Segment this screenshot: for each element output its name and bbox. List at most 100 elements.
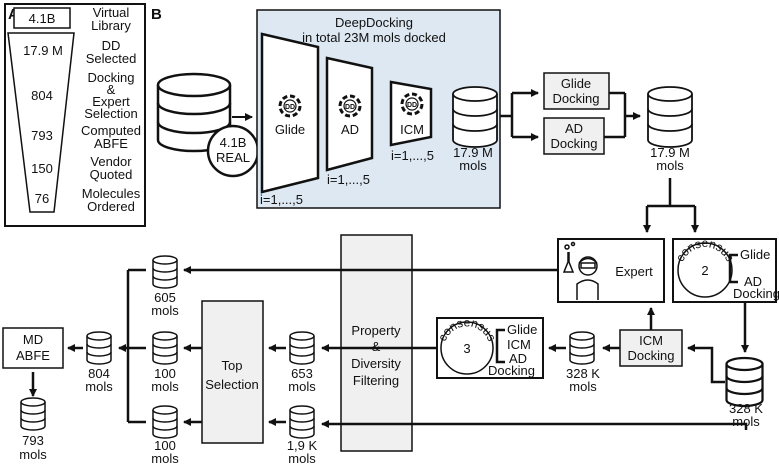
ad-stage-label: AD bbox=[341, 122, 359, 137]
consensus3-item-docking: Docking bbox=[488, 363, 535, 378]
consensus2-item-glide: Glide bbox=[740, 247, 770, 262]
icm-dd-badge: DD bbox=[407, 102, 417, 109]
glide-docking-box: Glide Docking bbox=[543, 72, 610, 110]
consensus2-item-ad: AD bbox=[744, 274, 762, 289]
consensus2-item-docking: Docking bbox=[733, 286, 779, 301]
consensus2-box: consensus 2 Glide AD Docking bbox=[672, 236, 779, 303]
row-label-selected: Selected bbox=[86, 51, 137, 66]
split-connector bbox=[500, 89, 539, 141]
db-804-unit: mols bbox=[85, 379, 113, 394]
panel-a: A 4.1B 17.9 M 804 793 150 76 Virtual Lib… bbox=[4, 3, 146, 227]
db-100-bot-count: 100 bbox=[154, 438, 176, 453]
md-abfe-line2: ABFE bbox=[16, 348, 50, 363]
dd-output-count: 17.9 M bbox=[453, 145, 493, 160]
row-label-vendor: Vendor bbox=[90, 154, 132, 169]
glide-dd-badge: DD bbox=[285, 104, 295, 111]
deepdocking-subtitle: in total 23M mols docked bbox=[302, 30, 446, 45]
row-label-ordered: Ordered bbox=[87, 199, 135, 214]
filtering-line1: Property bbox=[351, 323, 401, 338]
icm-stage-label: ICM bbox=[400, 122, 424, 137]
ad-docking-line1: AD bbox=[565, 121, 583, 136]
funnel-value-5: 76 bbox=[35, 191, 49, 206]
db-100-mid: 100 mols bbox=[151, 331, 179, 394]
funnel-value-1: 17.9 M bbox=[23, 43, 63, 58]
row-label-quoted: Quoted bbox=[90, 167, 133, 182]
db-100-bot: 100 mols bbox=[151, 405, 179, 466]
top-selection-line1: Top bbox=[222, 358, 243, 373]
filtering-box: Property & Diversity Filtering bbox=[340, 234, 413, 452]
row-label-molecules: Molecules bbox=[82, 186, 141, 201]
merged-database: 17.9 M mols bbox=[647, 86, 693, 173]
db-100-mid-unit: mols bbox=[151, 379, 179, 394]
collector-connector bbox=[118, 268, 146, 424]
db-804-count: 804 bbox=[88, 366, 110, 381]
ad-iter: i=1,...,5 bbox=[327, 172, 370, 187]
consensus3-bracket bbox=[495, 328, 505, 364]
md-abfe-box: MD ABFE bbox=[2, 327, 64, 369]
db-328k-right: 328 K mols bbox=[725, 356, 764, 429]
glide-iter: i=1,...,5 bbox=[260, 192, 303, 207]
merge-connector bbox=[604, 91, 641, 139]
db-1-9k-unit: mols bbox=[288, 451, 316, 466]
glide-docking-line2: Docking bbox=[553, 91, 600, 106]
db-605-unit: mols bbox=[151, 303, 179, 318]
db-653-count: 653 bbox=[291, 366, 313, 381]
db-793-unit: mols bbox=[19, 447, 47, 462]
md-abfe-line1: MD bbox=[23, 332, 43, 347]
funnel-shape bbox=[7, 32, 75, 213]
row-label-selection: Selection bbox=[84, 106, 137, 121]
row-label-virtual: Virtual bbox=[93, 5, 130, 20]
funnel-value-3: 793 bbox=[31, 128, 53, 143]
expert-box: Expert bbox=[557, 238, 665, 303]
scientist-icon bbox=[562, 241, 599, 300]
consensus2-number: 2 bbox=[701, 263, 708, 278]
db-1-9k-count: 1,9 K bbox=[287, 438, 318, 453]
db-100-mid-count: 100 bbox=[154, 366, 176, 381]
db-605-count: 605 bbox=[154, 290, 176, 305]
db-605: 605 mols bbox=[151, 255, 179, 318]
real-name: REAL bbox=[216, 150, 250, 165]
consensus2-bracket bbox=[728, 253, 738, 284]
fork-connector bbox=[643, 178, 699, 233]
ad-docking-box: AD Docking bbox=[543, 117, 605, 155]
icm-docking-line1: ICM bbox=[639, 333, 663, 348]
merged-unit: mols bbox=[656, 158, 684, 173]
db-328k-mid-count: 328 K bbox=[566, 366, 600, 381]
arrow-db328right-to-19k bbox=[321, 420, 748, 430]
row-label-expert: Expert bbox=[92, 94, 130, 109]
ad-dd-badge: DD bbox=[345, 104, 355, 111]
db-653-unit: mols bbox=[288, 379, 316, 394]
db-653: 653 mols bbox=[288, 331, 316, 394]
funnel-value-0: 4.1B bbox=[29, 11, 56, 26]
db-793: 793 mols bbox=[19, 397, 47, 462]
ad-docking-line2: Docking bbox=[551, 136, 598, 151]
merged-count: 17.9 M bbox=[650, 145, 690, 160]
real-database: 4.1B REAL bbox=[156, 72, 260, 178]
db-328k-mid-unit: mols bbox=[569, 379, 597, 394]
row-label-computed: Computed bbox=[81, 123, 141, 138]
db-1-9k: 1,9 K mols bbox=[287, 405, 318, 466]
consensus3-item-glide: Glide bbox=[507, 322, 537, 337]
expert-label: Expert bbox=[615, 264, 653, 279]
glide-docking-line1: Glide bbox=[561, 76, 591, 91]
icm-docking-line2: Docking bbox=[628, 348, 675, 363]
real-size: 4.1B bbox=[220, 135, 247, 150]
funnel-value-4: 150 bbox=[31, 161, 53, 176]
row-label-abfe: ABFE bbox=[94, 136, 128, 151]
db-804: 804 mols bbox=[85, 331, 113, 394]
glide-stage-label: Glide bbox=[275, 122, 305, 137]
consensus3-item-icm: ICM bbox=[507, 337, 531, 352]
library-box bbox=[13, 7, 71, 29]
db-328k-right-count: 328 K bbox=[729, 401, 763, 416]
db-328k-mid: 328 K mols bbox=[566, 331, 600, 394]
deepdocking-title: DeepDocking bbox=[335, 15, 413, 30]
panel-b-letter: B bbox=[151, 6, 162, 23]
db-100-bot-unit: mols bbox=[151, 451, 179, 466]
consensus3-item-ad: AD bbox=[509, 351, 527, 366]
arrow-db328-to-icm bbox=[687, 344, 725, 384]
row-label-dd: DD bbox=[102, 38, 121, 53]
icm-docking-box: ICM Docking bbox=[619, 329, 683, 367]
funnel-value-2: 804 bbox=[31, 88, 53, 103]
deepdocking-box: DeepDocking in total 23M mols docked DD … bbox=[256, 9, 501, 209]
